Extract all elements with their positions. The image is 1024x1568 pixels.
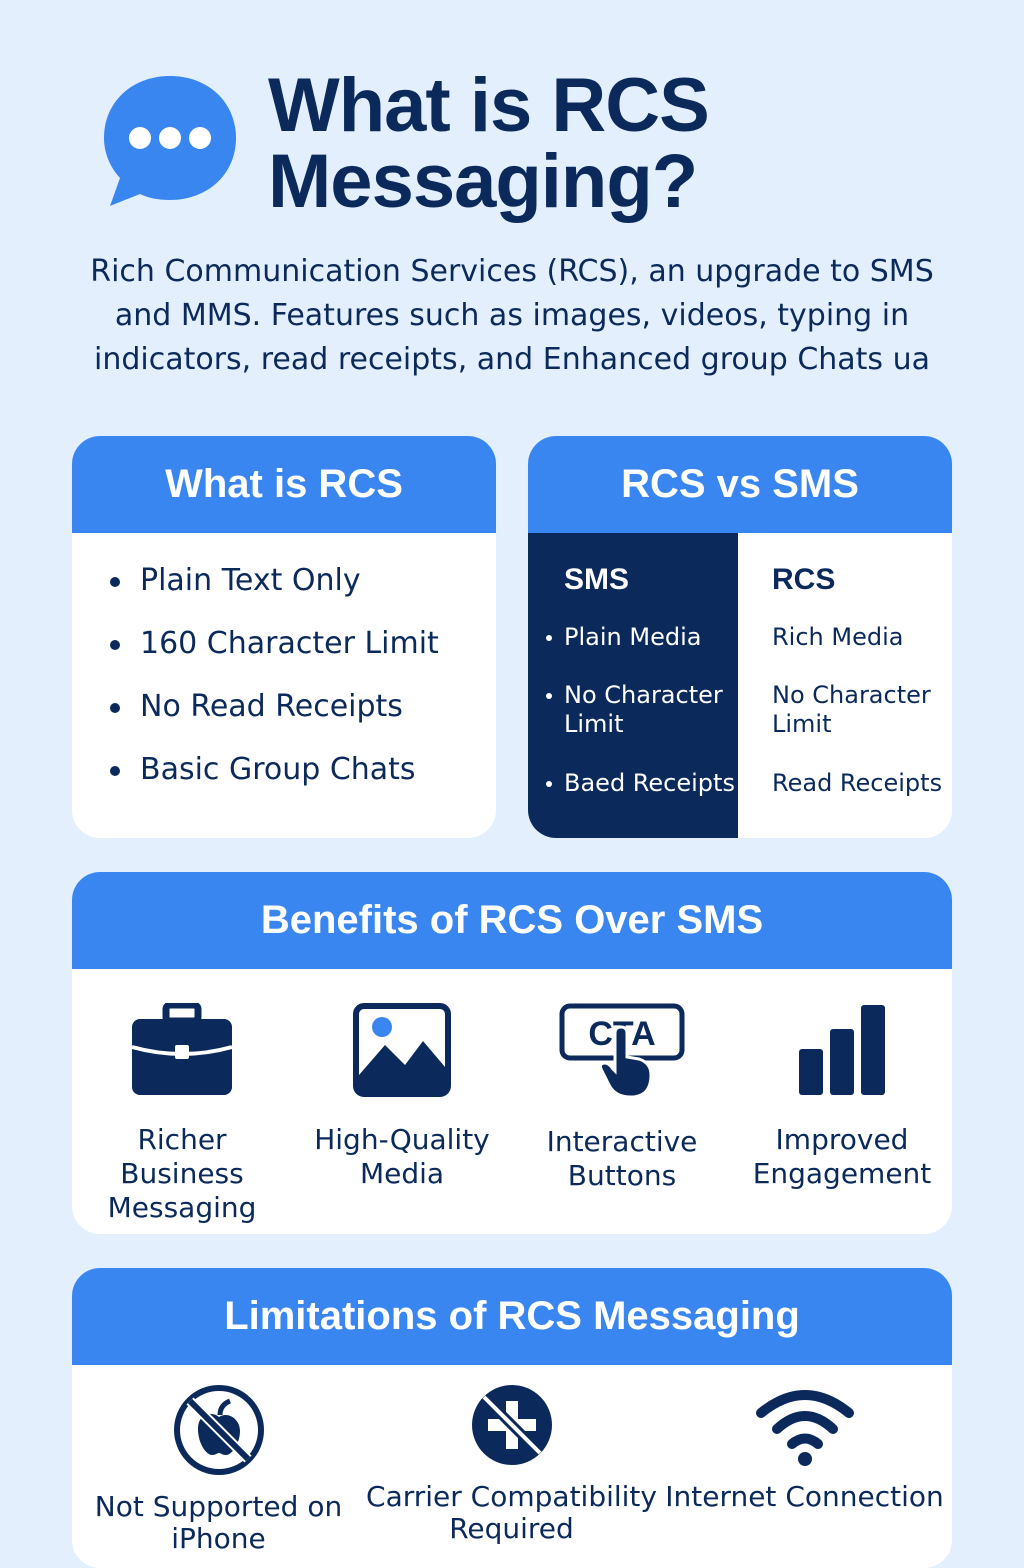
limitation-label: Not Supported on iPhone	[94, 1490, 343, 1555]
bar-chart-icon	[799, 1005, 885, 1095]
limitation-item: Carrier Compatibility Required	[365, 1365, 658, 1568]
limitation-item: Not Supported on iPhone	[72, 1365, 365, 1568]
list-item: 160 Character Limit	[110, 626, 496, 689]
chat-bubble-icon	[104, 76, 236, 206]
benefits-heading: Benefits of RCS Over SMS	[72, 872, 952, 969]
benefits-row: Richer Business Messaging High-Quality M…	[72, 969, 952, 1234]
benefit-label: High-Quality Media	[314, 1123, 490, 1190]
rcs-vs-sms-heading: RCS vs SMS	[528, 436, 952, 533]
list-item: Basic Group Chats	[110, 752, 496, 815]
limitation-item: Internet Connection	[658, 1365, 951, 1568]
carrier-blocked-icon	[471, 1385, 552, 1465]
rcs-item: Rich Media	[772, 623, 904, 651]
bullet-icon	[110, 703, 120, 713]
what-is-rcs-list: Plain Text Only 160 Character Limit No R…	[72, 533, 496, 815]
limitations-row: Not Supported on iPhone Carrier Compatib…	[72, 1365, 952, 1568]
benefit-item: CTA Interactive Buttons	[512, 969, 732, 1234]
what-is-rcs-heading: What is RCS	[72, 436, 496, 533]
rcs-column: RCS Rich Media No Character Limit Read R…	[738, 533, 952, 838]
sms-column: SMS Plain Media No Character Limit Baed …	[528, 533, 738, 838]
intro-text: Rich Communication Services (RCS), an up…	[90, 254, 934, 377]
limitations-card: Limitations of RCS Messaging Not Support…	[72, 1268, 952, 1568]
benefit-label: Improved Engagement	[752, 1123, 932, 1190]
limitation-label: Internet Connection	[665, 1480, 944, 1513]
benefit-item: Improved Engagement	[732, 969, 952, 1234]
rcs-column-title: RCS	[772, 563, 836, 596]
benefit-item: High-Quality Media	[292, 969, 512, 1234]
limitation-label: Carrier Compatibility Required	[366, 1480, 657, 1545]
rcs-vs-sms-card: RCS vs SMS SMS Plain Media No Character …	[528, 436, 952, 838]
bullet-icon	[546, 635, 552, 641]
hero-section: What is RCS Messaging? Rich Communicatio…	[0, 0, 1024, 400]
benefits-card: Benefits of RCS Over SMS Richer Business…	[72, 872, 952, 1234]
list-item: Plain Text Only	[110, 563, 496, 626]
page-title: What is RCS Messaging?	[268, 63, 710, 224]
sms-column-title: SMS	[564, 563, 630, 596]
sms-item: Baed Receipts	[544, 769, 738, 809]
list-item: No Read Receipts	[110, 689, 496, 752]
sms-item: Plain Media	[544, 623, 738, 681]
bullet-icon	[110, 766, 120, 776]
wifi-icon	[755, 1390, 854, 1466]
image-icon	[353, 1003, 451, 1097]
benefit-label: Richer Business Messaging	[107, 1123, 257, 1224]
no-apple-icon	[173, 1385, 264, 1475]
bullet-icon	[110, 640, 120, 650]
rcs-item: Read Receipts	[772, 769, 943, 797]
bullet-icon	[546, 781, 552, 787]
rcs-item: No Character Limit	[772, 681, 931, 738]
cta-button-icon: CTA	[559, 1003, 685, 1099]
briefcase-icon	[131, 1003, 233, 1095]
bullet-icon	[546, 693, 552, 699]
sms-item: No Character Limit	[544, 681, 738, 769]
benefit-item: Richer Business Messaging	[72, 969, 292, 1234]
comparison-table: SMS Plain Media No Character Limit Baed …	[528, 533, 952, 838]
benefit-label: Interactive Buttons	[546, 1125, 698, 1192]
what-is-rcs-card: What is RCS Plain Text Only 160 Characte…	[72, 436, 496, 838]
limitations-heading: Limitations of RCS Messaging	[72, 1268, 952, 1365]
bullet-icon	[110, 577, 120, 587]
